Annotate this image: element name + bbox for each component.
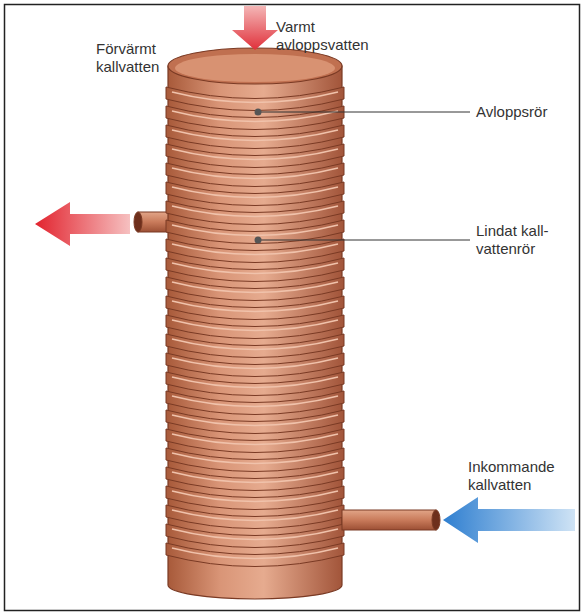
- coil-highlight: [172, 168, 338, 179]
- inflow-label: Varmt avloppsvatten: [276, 18, 388, 54]
- coil-highlight: [172, 396, 338, 407]
- incoming-water-arrow: [443, 497, 575, 543]
- coil-winding: [166, 144, 344, 168]
- coil-winding: [166, 125, 344, 149]
- coil-winding: [166, 201, 344, 225]
- coil-highlight: [172, 339, 338, 350]
- coil-winding: [166, 524, 344, 548]
- coil-highlight: [172, 510, 338, 521]
- coil-winding: [166, 277, 344, 301]
- coil-winding: [166, 448, 344, 472]
- coil-highlight: [172, 149, 338, 160]
- inflow-label: Inkommande kallvatten: [468, 458, 572, 494]
- coil-winding: [166, 163, 344, 187]
- coil-winding: [166, 334, 344, 358]
- coil-highlight: [172, 282, 338, 293]
- coil-winding: [166, 315, 344, 339]
- frame: [5, 5, 580, 611]
- leader-dot: [255, 109, 262, 116]
- leader-line: [258, 240, 470, 241]
- coil-winding: [166, 296, 344, 320]
- coil-highlight: [172, 320, 338, 331]
- coil-highlight: [172, 453, 338, 464]
- coil-highlight: [172, 206, 338, 217]
- leader-line: [258, 112, 470, 113]
- coil-winding: [166, 87, 344, 111]
- outlet-pipe-end: [134, 212, 142, 232]
- coil-highlight: [172, 244, 338, 255]
- coil-highlight: [172, 548, 338, 559]
- drain-pipe-top: [168, 48, 342, 84]
- coil-highlight: [172, 301, 338, 312]
- coil-winding: [166, 353, 344, 377]
- coil-winding: [166, 239, 344, 263]
- coil-highlight: [172, 529, 338, 540]
- drain-pipe-inside: [175, 54, 335, 82]
- coil-highlight: [172, 377, 338, 388]
- coil-winding: [166, 258, 344, 282]
- part-label: Lindat kall- vattenrör: [476, 222, 576, 258]
- coil-highlight: [172, 434, 338, 445]
- coil-winding: [166, 429, 344, 453]
- coil-winding: [166, 505, 344, 529]
- coil-highlight: [172, 358, 338, 369]
- coil-winding: [166, 391, 344, 415]
- preheated-water-arrow: [35, 202, 130, 246]
- coil-winding: [166, 182, 344, 206]
- coil-highlight: [172, 225, 338, 236]
- coil-highlight: [172, 92, 338, 103]
- coil-winding: [166, 543, 344, 567]
- inlet-pipe-end: [432, 510, 440, 530]
- part-label: Avloppsrör: [476, 103, 576, 121]
- leader-dot: [255, 237, 262, 244]
- coil-winding: [166, 106, 344, 130]
- coil-winding: [166, 467, 344, 491]
- coil-highlight: [172, 415, 338, 426]
- coil-highlight: [172, 130, 338, 141]
- coil-winding: [166, 372, 344, 396]
- coil-highlight: [172, 491, 338, 502]
- hot-water-arrow: [232, 6, 278, 50]
- outflow-label: Förvärmt kallvatten: [96, 40, 180, 76]
- inlet-pipe: [342, 510, 436, 530]
- coil-highlight: [172, 263, 338, 274]
- coil-highlight: [172, 187, 338, 198]
- coil-winding: [166, 486, 344, 510]
- coil-windings: [166, 87, 344, 567]
- coil-highlight: [172, 472, 338, 483]
- coil-winding: [166, 410, 344, 434]
